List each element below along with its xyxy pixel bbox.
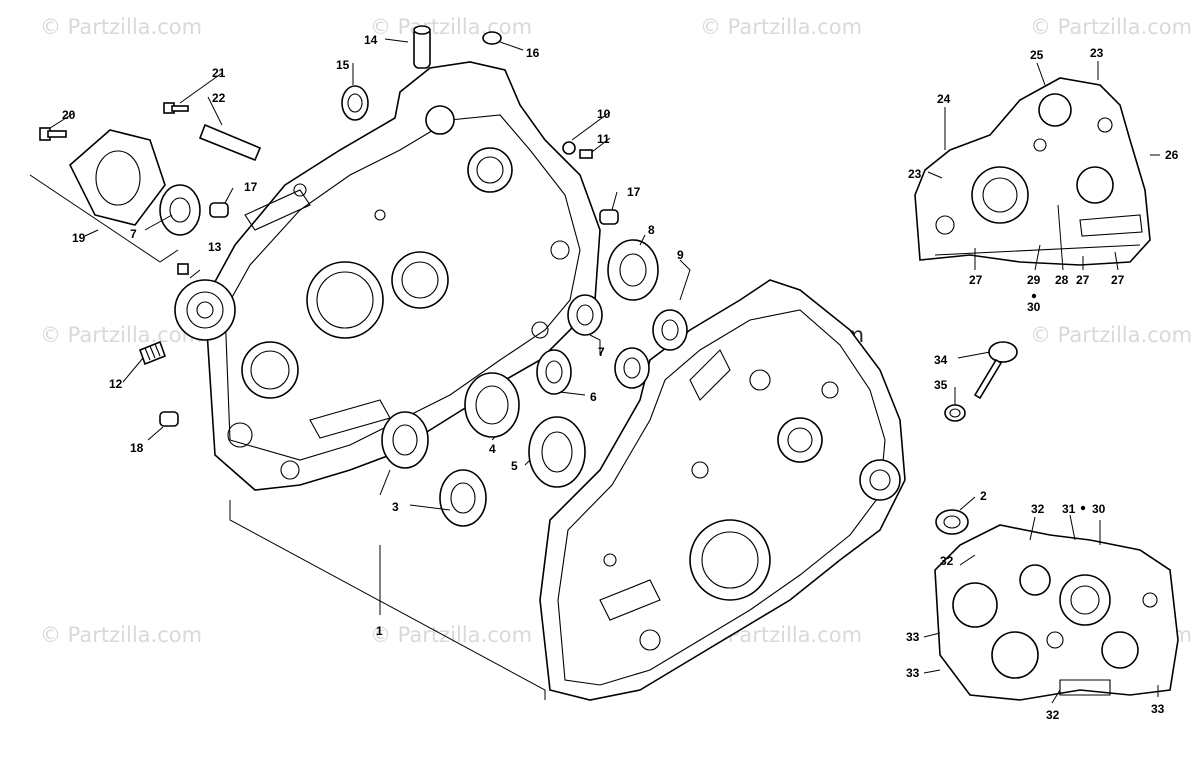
callout-18: 18 xyxy=(130,441,144,455)
callout-6: 6 xyxy=(590,390,597,404)
callout-13: 13 xyxy=(208,240,222,254)
callout-2: 2 xyxy=(980,489,987,503)
callout-4: 4 xyxy=(489,442,496,456)
oil-pump-cover-19 xyxy=(69,129,166,226)
callout-10: 10 xyxy=(597,107,611,121)
bearing-7-left xyxy=(159,184,201,236)
callout-32-top: 32 xyxy=(1031,502,1045,516)
shaft-22 xyxy=(198,123,262,162)
callout-21: 21 xyxy=(212,66,226,80)
leader-lines xyxy=(29,38,991,700)
callout-29: 29 xyxy=(1027,273,1041,287)
seal-2 xyxy=(935,509,969,535)
seal-15 xyxy=(341,85,369,121)
callout-7-right: 7 xyxy=(598,345,605,359)
spring-12 xyxy=(138,340,167,366)
bolt-20 xyxy=(39,127,67,141)
callout-26: 26 xyxy=(1165,148,1179,162)
dipstick-34 xyxy=(973,341,1018,400)
callout-33-a: 33 xyxy=(906,630,920,644)
callout-23-top: 23 xyxy=(1090,46,1104,60)
bearings-group xyxy=(159,85,969,535)
callout-5: 5 xyxy=(511,459,518,473)
callout-17-right: 17 xyxy=(627,185,641,199)
oring-35 xyxy=(944,404,966,422)
callout-23-left: 23 xyxy=(908,167,922,181)
small-parts xyxy=(39,25,1018,427)
bearing-6 xyxy=(536,349,572,395)
plug-16 xyxy=(482,31,502,45)
bearing-3-lower xyxy=(439,469,487,527)
watermark: © Partzilla.com xyxy=(1030,15,1192,39)
pin-14 xyxy=(413,25,431,69)
bearing-5 xyxy=(528,416,586,488)
bearing-9 xyxy=(652,309,688,351)
watermark: © Partzilla.com xyxy=(700,15,862,39)
dowel-18 xyxy=(159,411,179,427)
callout-24: 24 xyxy=(937,92,951,106)
bearing-7-upper xyxy=(567,294,603,336)
watermark: © Partzilla.com xyxy=(370,623,532,647)
callout-8: 8 xyxy=(648,223,655,237)
callout-7-left: 7 xyxy=(130,227,137,241)
callout-25: 25 xyxy=(1030,48,1044,62)
inset-lower-right xyxy=(923,514,1179,704)
bolt-21 xyxy=(163,102,189,114)
callout-30-bottom: 30 xyxy=(1092,502,1106,516)
callout-35: 35 xyxy=(934,378,948,392)
inset-upper-right xyxy=(914,61,1160,271)
callout-1: 1 xyxy=(376,624,383,638)
callout-12: 12 xyxy=(109,377,123,391)
callout-labels: 1 2 3 4 5 6 7 7 8 9 10 11 12 13 14 15 16… xyxy=(62,33,1179,722)
callout-14: 14 xyxy=(364,33,378,47)
right-crankcase-half xyxy=(539,279,906,701)
watermark: © Partzilla.com xyxy=(370,15,532,39)
callout-22: 22 xyxy=(212,91,226,105)
callout-9: 9 xyxy=(677,248,684,262)
bolt-11 xyxy=(579,149,593,159)
bearing-3-upper xyxy=(381,411,429,469)
watermark: © Partzilla.com xyxy=(40,15,202,39)
screw-13 xyxy=(177,263,189,275)
washer-10 xyxy=(562,141,576,155)
callout-32-bottom: 32 xyxy=(1046,708,1060,722)
bearing-4 xyxy=(464,372,520,438)
callout-3: 3 xyxy=(392,500,399,514)
callout-11: 11 xyxy=(597,132,610,146)
bearing-7-lower xyxy=(614,347,650,389)
bearing-8 xyxy=(607,239,659,301)
callout-32-left: 32 xyxy=(940,554,954,568)
callout-30-top: 30 xyxy=(1027,300,1041,314)
callout-27-c: 27 xyxy=(1111,273,1125,287)
dowel-17-right xyxy=(599,209,619,225)
callout-17-left: 17 xyxy=(244,180,258,194)
callout-16: 16 xyxy=(526,46,540,60)
bullet-dot xyxy=(1080,505,1086,511)
callout-15: 15 xyxy=(336,58,350,72)
callout-27-b: 27 xyxy=(1076,273,1090,287)
watermark: © Partzilla.com xyxy=(40,623,202,647)
callout-28: 28 xyxy=(1055,273,1069,287)
dowel-17-left xyxy=(209,202,229,218)
callout-34: 34 xyxy=(934,353,948,367)
watermark: © Partzilla.com xyxy=(1030,323,1192,347)
callout-33-c: 33 xyxy=(1151,702,1165,716)
callout-31: 31 xyxy=(1062,502,1076,516)
callout-19: 19 xyxy=(72,231,86,245)
watermark: © Partzilla.com xyxy=(40,323,202,347)
callout-33-b: 33 xyxy=(906,666,920,680)
bullet-dot xyxy=(1031,293,1037,299)
callout-27-a: 27 xyxy=(969,273,983,287)
callout-20: 20 xyxy=(62,108,76,122)
